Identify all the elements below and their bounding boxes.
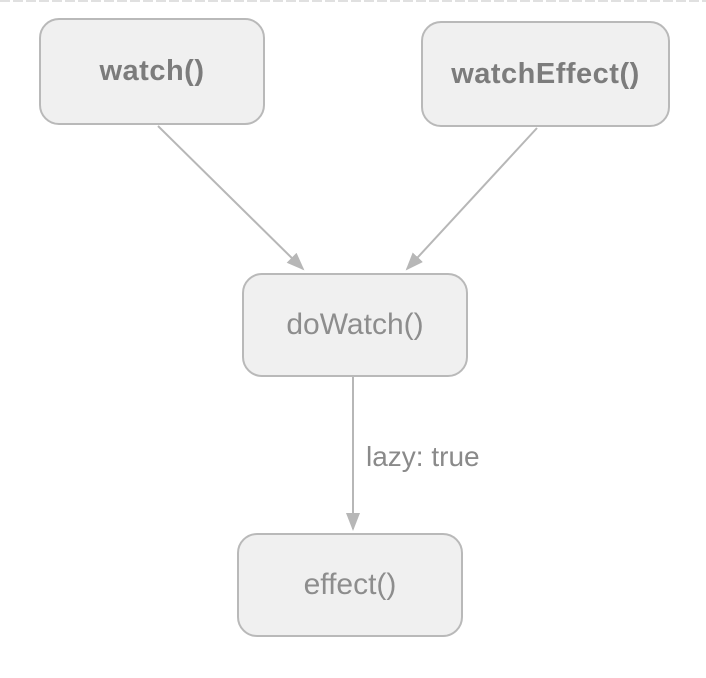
node-watch-label: watch() xyxy=(99,55,205,87)
node-dowatch: doWatch() xyxy=(242,273,468,377)
node-effect-label: effect() xyxy=(303,568,397,601)
node-dowatch-label: doWatch() xyxy=(286,308,424,341)
edge-label-lazy-true: lazy: true xyxy=(366,441,480,472)
edge-watch-to-dowatch xyxy=(157,125,305,271)
node-watcheffect: watchEffect() xyxy=(421,21,670,127)
node-watch: watch() xyxy=(39,18,265,125)
node-effect: effect() xyxy=(237,533,463,637)
edge-watcheffect-to-dowatch xyxy=(405,127,538,271)
node-watcheffect-label: watchEffect() xyxy=(451,57,640,90)
top-dashed-border xyxy=(0,0,706,2)
